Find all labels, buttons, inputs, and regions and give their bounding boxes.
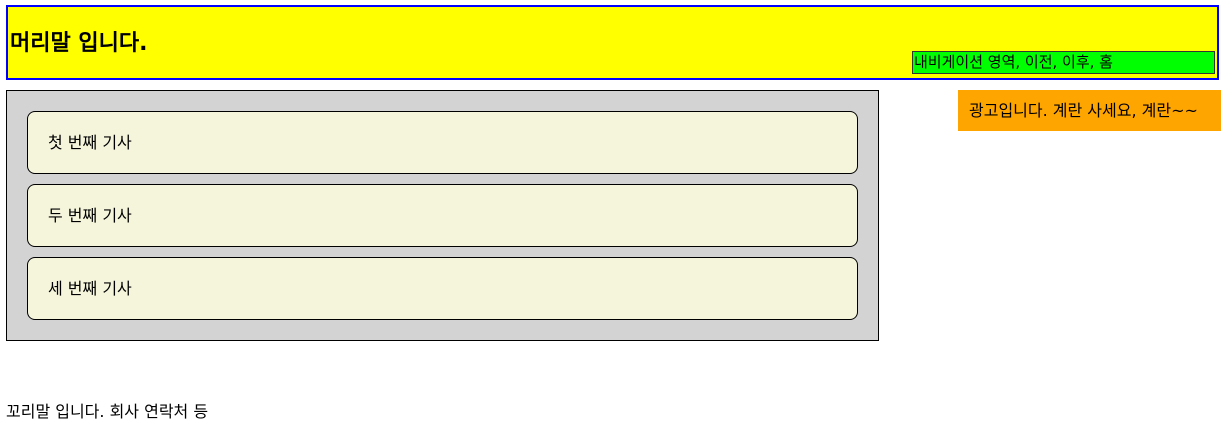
article-item-2[interactable]: 두 번째 기사 xyxy=(27,184,858,247)
article-item-1[interactable]: 첫 번째 기사 xyxy=(27,111,858,174)
article-item-3[interactable]: 세 번째 기사 xyxy=(27,257,858,320)
page-title: 머리말 입니다. xyxy=(10,31,148,56)
article-section: 첫 번째 기사 두 번째 기사 세 번째 기사 xyxy=(6,90,879,341)
advertisement-box[interactable]: 광고입니다. 계란 사세요, 계란~~ xyxy=(958,90,1221,131)
page-footer: 꼬리말 입니다. 회사 연락처 등 xyxy=(6,402,209,421)
page-header: 머리말 입니다. 내비게이션 영역, 이전, 이후, 홈 xyxy=(6,5,1219,80)
navigation-bar[interactable]: 내비게이션 영역, 이전, 이후, 홈 xyxy=(912,51,1215,74)
